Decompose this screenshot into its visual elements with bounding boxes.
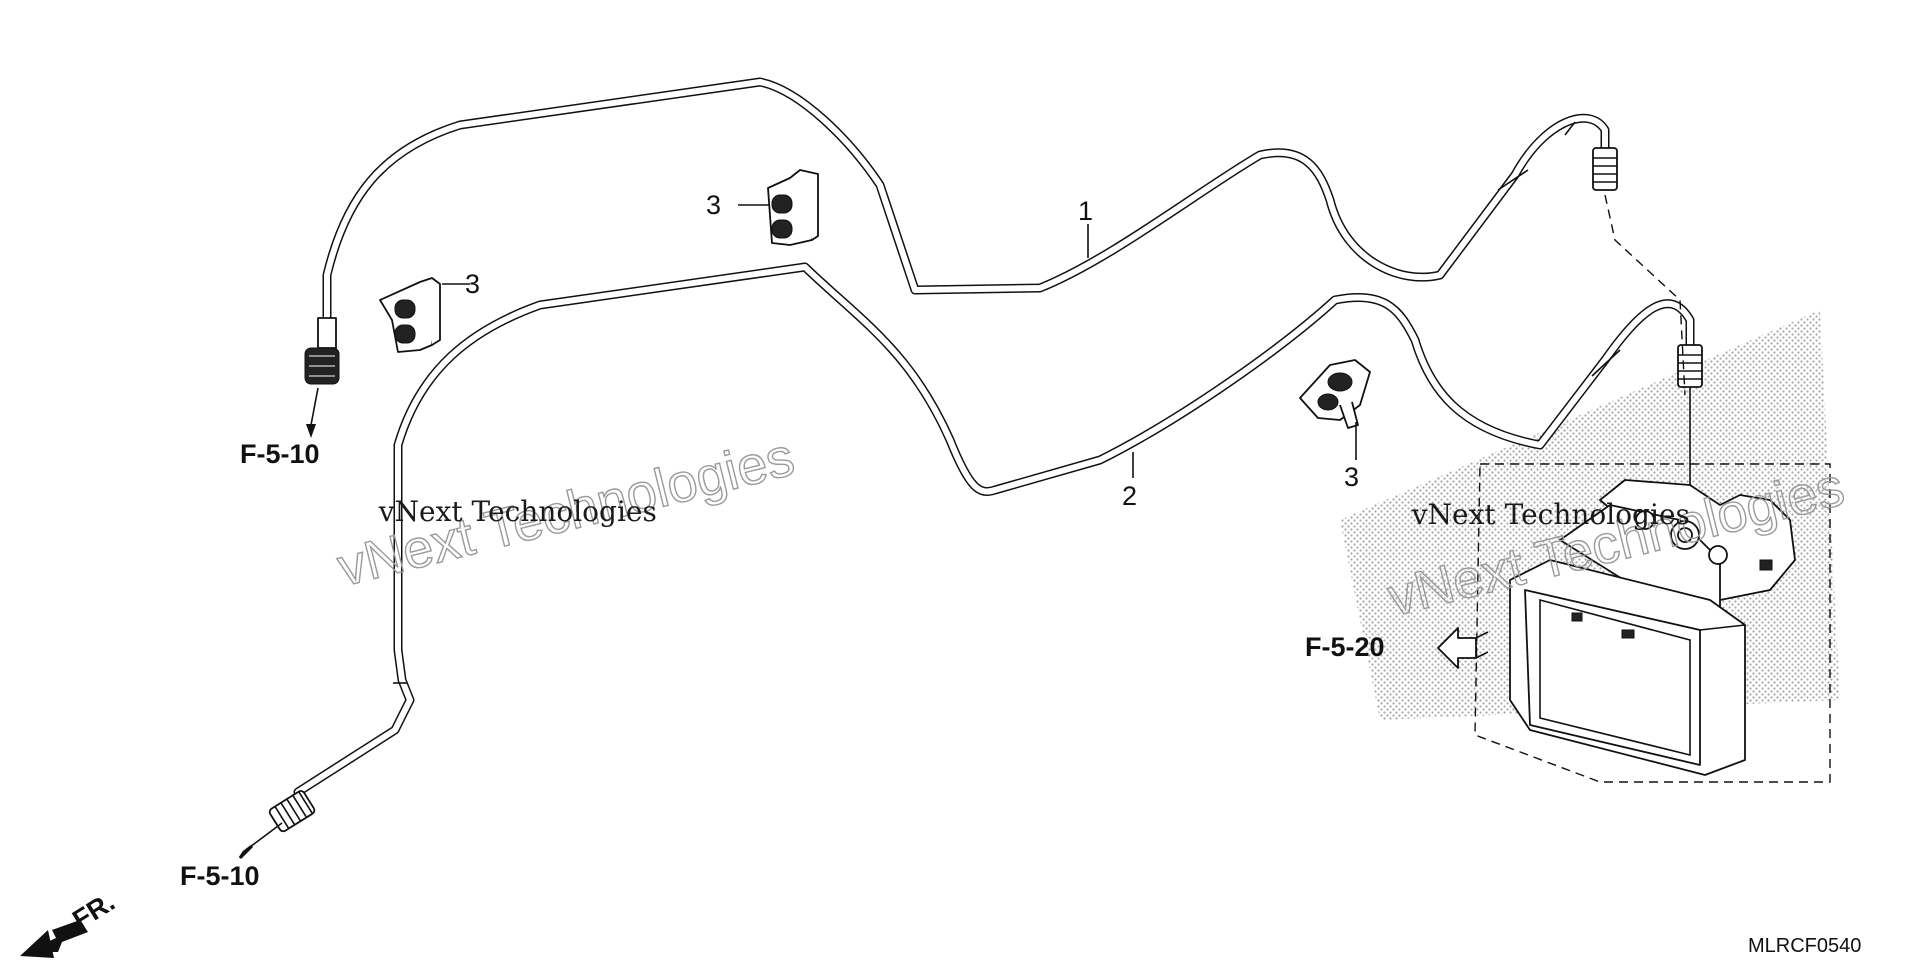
abs-modulator-unit	[1509, 479, 1796, 776]
part-label-3-clip-middle: 3	[706, 190, 721, 220]
pipe-clip-upper-left	[379, 277, 441, 353]
pipe-1-flare-nut-left	[304, 317, 340, 385]
reference-f-5-10-lower: F-5-10	[180, 861, 260, 891]
part-label-3-clip-right: 3	[1344, 462, 1359, 492]
part-label-1: 1	[1078, 196, 1093, 226]
arrow-to-f-5-10-lower	[238, 822, 283, 860]
pipe-2-flare-nut-right	[1677, 344, 1703, 388]
part-label-3-clip-left: 3	[465, 269, 480, 299]
pipe-1-flare-nut-right	[1592, 147, 1618, 191]
watermark-right-text: vNext Technologies	[1411, 498, 1690, 531]
leader-lines	[442, 204, 1357, 478]
part-label-2: 2	[1122, 481, 1137, 511]
reference-f-5-20: F-5-20	[1305, 632, 1385, 662]
diagram-code: MLRCF0540	[1748, 935, 1861, 957]
brake-pipe-1	[322, 77, 1610, 323]
pipe-clip-right	[1299, 359, 1371, 429]
reference-f-5-10-upper: F-5-10	[240, 439, 320, 469]
brake-pipe-2	[293, 262, 1695, 797]
pipe-2-flare-nut-left	[268, 790, 316, 833]
arrow-to-f-5-10-upper	[306, 387, 319, 438]
arrow-to-f-5-20	[1437, 627, 1489, 669]
front-direction-arrow: FR.	[20, 887, 120, 958]
watermark-left: vNext Technologies vNext Technologies	[331, 426, 800, 599]
pipe-clip-upper-middle	[767, 169, 819, 246]
watermark-left-text: vNext Technologies	[378, 495, 657, 528]
modulator-dashed-outline	[1474, 463, 1831, 783]
